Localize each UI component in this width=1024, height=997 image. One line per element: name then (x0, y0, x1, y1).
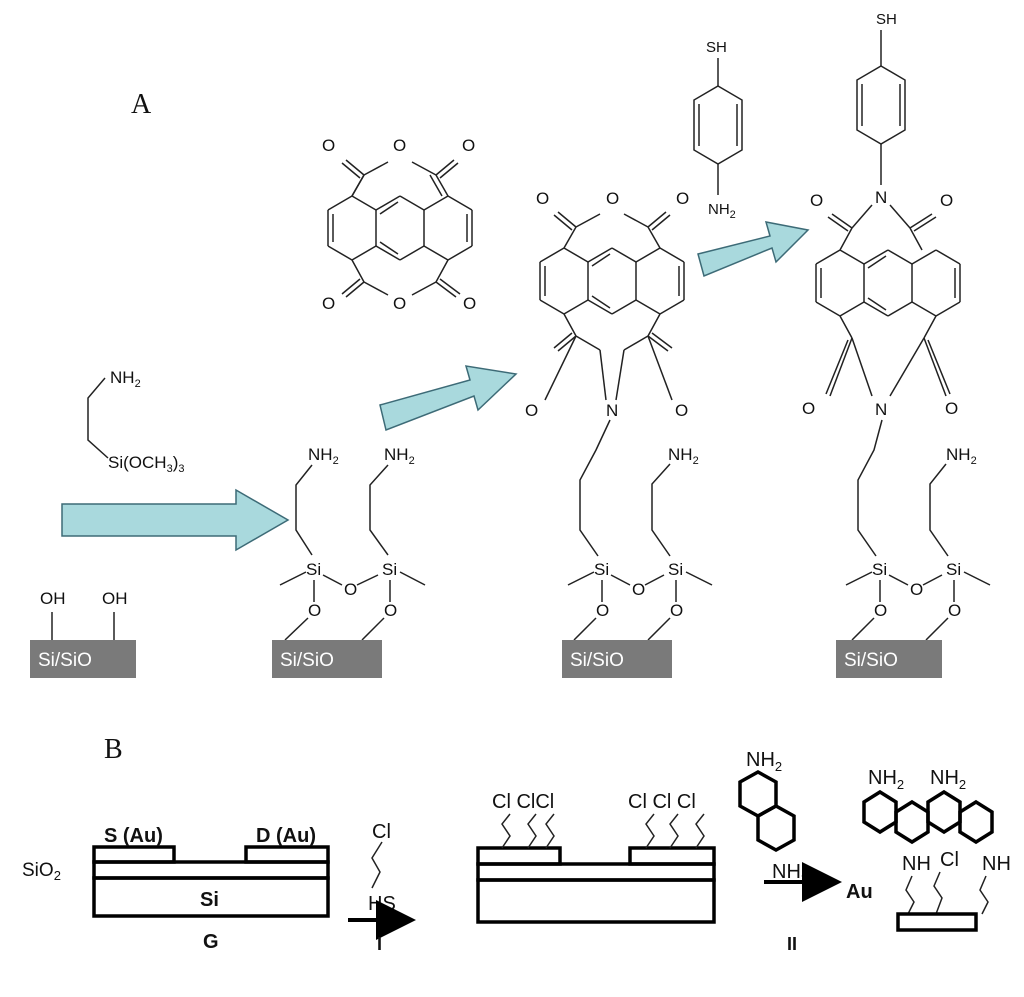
svg-text:O: O (393, 136, 406, 155)
svg-text:NH2: NH2 (746, 749, 782, 774)
svg-text:O: O (676, 189, 689, 208)
svg-text:O: O (802, 399, 815, 418)
oh-label-2: OH (102, 589, 128, 608)
svg-text:O: O (910, 580, 923, 599)
au-electrode (896, 912, 978, 932)
source-label: S (Au) (104, 825, 163, 847)
svg-text:O: O (308, 601, 321, 620)
svg-text:O: O (948, 601, 961, 620)
svg-text:Si(OCH3)3: Si(OCH3)3 (108, 453, 184, 475)
imide-intermediate: O O O N O O NH2 Si Si O O O Si/SiO (525, 189, 713, 678)
step1-arrow (61, 488, 290, 552)
substrate-block-2 (272, 640, 382, 678)
svg-text:O: O (675, 401, 688, 420)
svg-text:SiO2: SiO2 (22, 860, 61, 883)
chloro-groups-right: Cl Cl Cl (628, 791, 696, 813)
svg-text:O: O (322, 294, 335, 313)
chloro-groups-left: Cl ClCl (492, 791, 554, 813)
gate-label: G (203, 931, 219, 953)
substrate-block-4 (836, 640, 942, 678)
svg-text:SH: SH (706, 39, 727, 56)
substrate-block-1 (30, 640, 136, 678)
svg-text:O: O (536, 189, 549, 208)
svg-text:N: N (875, 188, 887, 207)
svg-text:O: O (322, 136, 335, 155)
svg-text:NH2: NH2 (110, 368, 141, 390)
svg-text:NH2: NH2 (708, 201, 736, 221)
step3-arrow (697, 221, 810, 278)
aptms-reagent: NH2 Si(OCH3)3 (87, 368, 184, 475)
ntcda-reagent: O O O O O O (322, 136, 476, 313)
aminothiophenol-reagent: SH NH2 (693, 39, 743, 221)
diaminonaphthalene-reagent: NH2 NH2 II (738, 749, 842, 954)
sio2-layer (92, 860, 330, 880)
source-electrode (92, 845, 176, 864)
transistor-device: S (Au) D (Au) SiO2 Si G (22, 825, 330, 953)
svg-text:HS: HS (368, 893, 396, 915)
substrate-hydroxyl: OH OH Si/SiO (30, 589, 136, 678)
svg-text:O: O (344, 580, 357, 599)
oh-label-1: OH (40, 589, 66, 608)
substrate-label-2: Si/SiO (280, 650, 334, 671)
svg-text:O: O (940, 191, 953, 210)
au-label: Au (846, 881, 873, 903)
svg-text:NH: NH (982, 853, 1011, 875)
aptms-formula-label: Si(OCH (108, 453, 167, 472)
svg-text:SH: SH (876, 11, 897, 28)
svg-text:NH: NH (902, 853, 931, 875)
svg-text:O: O (384, 601, 397, 620)
sio2-label: SiO (22, 860, 54, 881)
svg-text:Cl: Cl (372, 821, 391, 843)
svg-text:O: O (874, 601, 887, 620)
substrate-label-3: Si/SiO (570, 650, 624, 671)
svg-text:NH2: NH2 (668, 445, 699, 467)
svg-text:O: O (393, 294, 406, 313)
substrate-silanized: NH2 NH2 Si Si O O O Si/SiO (272, 445, 426, 678)
drain-electrode (244, 845, 330, 864)
si-layer-label: Si (200, 889, 219, 911)
svg-text:NH2: NH2 (384, 445, 415, 467)
svg-text:Si: Si (946, 560, 961, 579)
svg-text:NH2: NH2 (868, 767, 904, 792)
svg-text:O: O (606, 189, 619, 208)
step2-arrow (379, 365, 518, 432)
svg-text:O: O (632, 580, 645, 599)
svg-text:Si: Si (594, 560, 609, 579)
svg-text:Si: Si (382, 560, 397, 579)
chloro-thiol-reagent: Cl HS I (348, 821, 416, 954)
diimide-product: SH N (802, 11, 991, 678)
step-i-label: I (377, 934, 382, 954)
svg-text:Cl: Cl (940, 849, 959, 871)
svg-text:O: O (810, 191, 823, 210)
aptms-nh2-label: NH (110, 368, 135, 387)
substrate-label-4: Si/SiO (844, 650, 898, 671)
svg-text:Si: Si (872, 560, 887, 579)
svg-text:O: O (945, 399, 958, 418)
svg-text:NH2: NH2 (946, 445, 977, 467)
svg-text:O: O (463, 294, 476, 313)
panel-b-label: B (104, 734, 123, 765)
svg-text:Si: Si (306, 560, 321, 579)
svg-text:O: O (525, 401, 538, 420)
svg-text:N: N (606, 401, 618, 420)
svg-text:N: N (875, 400, 887, 419)
au-functionalized-product: NH2 NH2 NH Cl NH Au (846, 767, 1011, 932)
step-ii-label: II (787, 934, 797, 954)
drain-label: D (Au) (256, 825, 316, 847)
svg-text:NH2: NH2 (930, 767, 966, 792)
panel-a-label: A (131, 89, 152, 120)
svg-text:O: O (670, 601, 683, 620)
substrate-block-3 (562, 640, 672, 678)
substrate-label-1: Si/SiO (38, 650, 92, 671)
svg-text:Si: Si (668, 560, 683, 579)
svg-text:O: O (596, 601, 609, 620)
svg-text:NH2: NH2 (308, 445, 339, 467)
functionalized-device: Cl ClCl Cl Cl Cl (476, 791, 716, 924)
svg-text:O: O (462, 136, 475, 155)
